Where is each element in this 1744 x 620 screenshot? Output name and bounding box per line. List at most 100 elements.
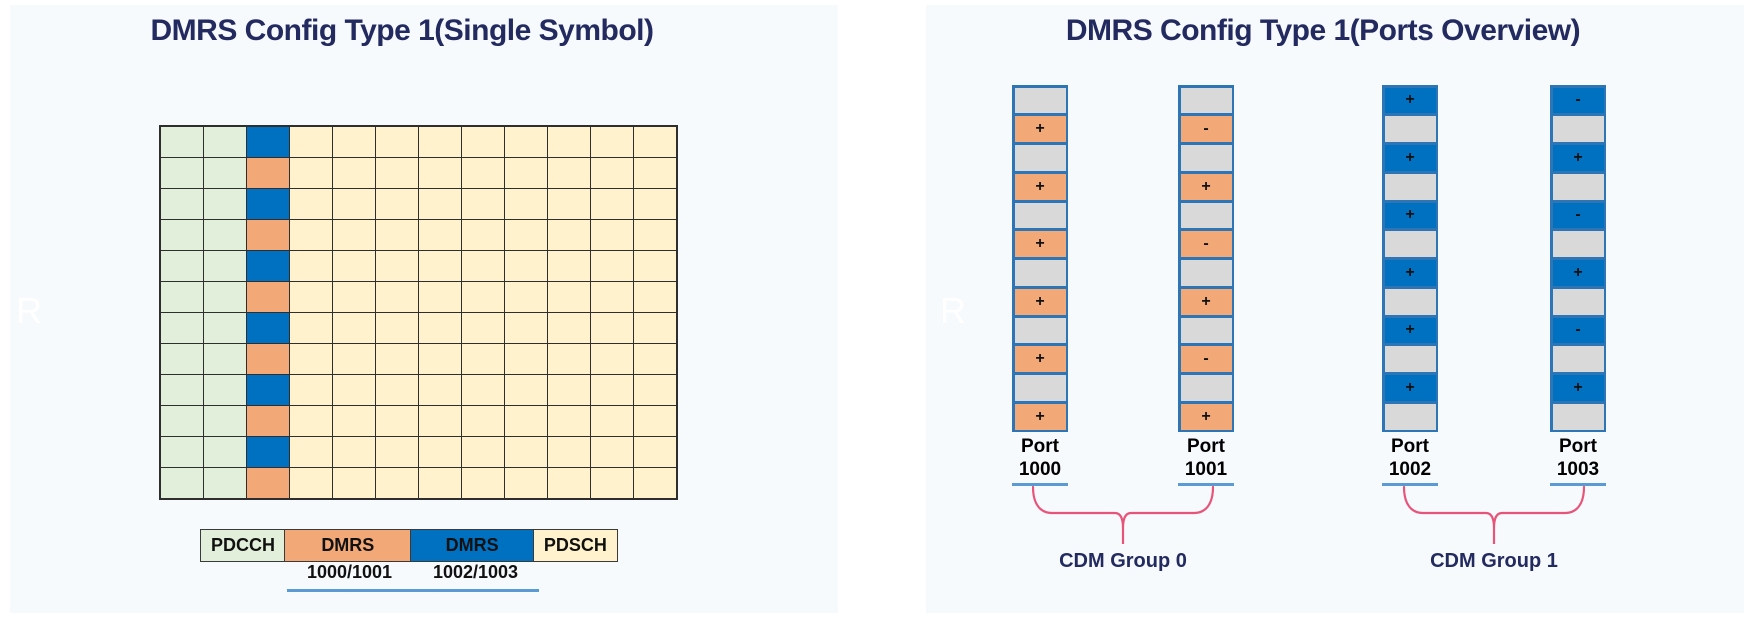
grid-cell [204, 375, 246, 405]
grid-cell [376, 127, 418, 157]
grid-cell [204, 344, 246, 374]
grid-cell [333, 437, 375, 467]
grid-cell [333, 220, 375, 250]
grid-cell [634, 406, 676, 436]
grid-cell [419, 158, 461, 188]
grid-cell [548, 313, 590, 343]
grid-cell [462, 127, 504, 157]
grid-cell [591, 158, 633, 188]
ports-overview-panel: DMRS Config Type 1(Ports Overview) R +++… [926, 5, 1744, 613]
port-cell-coded: + [1014, 403, 1066, 430]
grid-cell [204, 127, 246, 157]
grid-cell [290, 251, 332, 281]
grid-cell [548, 158, 590, 188]
cdm-group-1-brace-icon [1403, 486, 1585, 544]
grid-cell [505, 375, 547, 405]
grid-cell [161, 344, 203, 374]
grid-cell [290, 189, 332, 219]
port-cell-blank [1552, 231, 1604, 257]
grid-cell [591, 375, 633, 405]
grid-cell [290, 282, 332, 312]
grid-cell [548, 189, 590, 219]
grid-cell [419, 313, 461, 343]
grid-cell [333, 127, 375, 157]
grid-cell [376, 220, 418, 250]
grid-cell [247, 468, 289, 498]
grid-cell [548, 127, 590, 157]
port-cell-blank [1384, 173, 1436, 200]
port-cell-coded: + [1014, 173, 1066, 200]
grid-cell [548, 437, 590, 467]
grid-cell [376, 189, 418, 219]
grid-cell [376, 313, 418, 343]
grid-cell [505, 189, 547, 219]
grid-cell [591, 406, 633, 436]
port-cell-coded: - [1552, 317, 1604, 344]
grid-cell [462, 189, 504, 219]
grid-cell [634, 127, 676, 157]
port-cell-blank [1552, 173, 1604, 200]
grid-cell [161, 437, 203, 467]
port-cell-coded: + [1384, 260, 1436, 286]
grid-cell [462, 468, 504, 498]
grid-cell [462, 220, 504, 250]
grid-cell [161, 468, 203, 498]
grid-cell [290, 406, 332, 436]
port-cell-coded: + [1552, 260, 1604, 286]
grid-cell [634, 375, 676, 405]
port-cell-blank [1180, 202, 1232, 229]
grid-cell [505, 220, 547, 250]
legend-item-dmrs-blue: DMRS [409, 529, 535, 562]
grid-cell [333, 344, 375, 374]
grid-cell [376, 468, 418, 498]
port-cell-blank [1552, 116, 1604, 142]
grid-cell [204, 437, 246, 467]
grid-cell [505, 406, 547, 436]
grid-cell [462, 437, 504, 467]
grid-cell [634, 251, 676, 281]
grid-cell [247, 158, 289, 188]
port-cell-coded: + [1384, 202, 1436, 229]
grid-cell [505, 127, 547, 157]
port-cell-blank [1014, 202, 1066, 229]
grid-cell [247, 220, 289, 250]
grid-cell [290, 437, 332, 467]
grid-cell [333, 158, 375, 188]
port-cell-coded: + [1180, 173, 1232, 200]
port-label-number: 1001 [1177, 458, 1235, 486]
grid-cell [161, 375, 203, 405]
grid-cell [419, 437, 461, 467]
port-cell-blank [1014, 375, 1066, 401]
grid-cell [419, 127, 461, 157]
grid-cell [376, 251, 418, 281]
port-cell-coded: + [1180, 288, 1232, 315]
grid-cell [333, 282, 375, 312]
grid-cell [333, 189, 375, 219]
port-1003-column: -+-+-+ [1550, 85, 1606, 432]
grid-cell [634, 313, 676, 343]
cdm-group-0-brace-icon [1032, 486, 1214, 544]
legend-underline [287, 589, 539, 592]
grid-cell [634, 344, 676, 374]
left-panel-title: DMRS Config Type 1(Single Symbol) [150, 14, 654, 47]
grid-cell [591, 189, 633, 219]
grid-cell [505, 468, 547, 498]
grid-cell [376, 282, 418, 312]
grid-cell [247, 313, 289, 343]
port-1000-column: ++++++ [1012, 85, 1068, 432]
grid-cell [376, 375, 418, 405]
port-cell-coded: - [1180, 231, 1232, 257]
resource-grid [159, 125, 678, 500]
grid-cell [161, 313, 203, 343]
grid-cell [290, 375, 332, 405]
port-cell-coded: + [1014, 346, 1066, 372]
legend-item-pdcch-green: PDCCH [200, 529, 286, 562]
grid-cell [333, 375, 375, 405]
port-label-number: 1000 [1011, 458, 1069, 486]
grid-cell [376, 437, 418, 467]
grid-cell [290, 158, 332, 188]
grid-cell [290, 127, 332, 157]
grid-cell [419, 344, 461, 374]
port-cell-blank [1014, 317, 1066, 344]
